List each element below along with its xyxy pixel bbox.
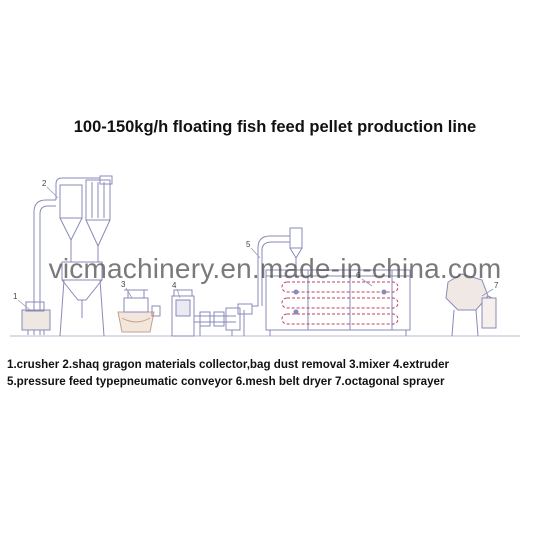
production-line-drawing: 1 2 3 4 5 6 7: [10, 175, 520, 337]
callout-number-6: 6: [356, 271, 361, 280]
callout-number-2: 2: [42, 179, 47, 188]
callout-number-3: 3: [121, 280, 126, 289]
callout-number-4: 4: [172, 281, 177, 290]
callout-number-1: 1: [13, 292, 18, 301]
crusher-machine: [21, 199, 56, 335]
callout-number-7: 7: [494, 281, 499, 290]
extruder-machine: [171, 289, 241, 337]
callout-number-5: 5: [246, 240, 251, 249]
octagonal-sprayer: [445, 273, 497, 337]
legend-line-2: 5.pressure feed typepneumatic conveyor 6…: [7, 375, 445, 388]
mesh-belt-dryer: [265, 269, 411, 336]
component-legend: 1.crusher 2.shaq gragon materials collec…: [7, 356, 547, 390]
mixer-machine: [117, 289, 161, 333]
materials-collector-bag-dust-removal: [55, 175, 113, 337]
legend-line-1: 1.crusher 2.shaq gragon materials collec…: [7, 358, 450, 371]
pneumatic-conveyor: [237, 227, 303, 336]
diagram-title: 100-150kg/h floating fish feed pellet pr…: [73, 118, 477, 136]
